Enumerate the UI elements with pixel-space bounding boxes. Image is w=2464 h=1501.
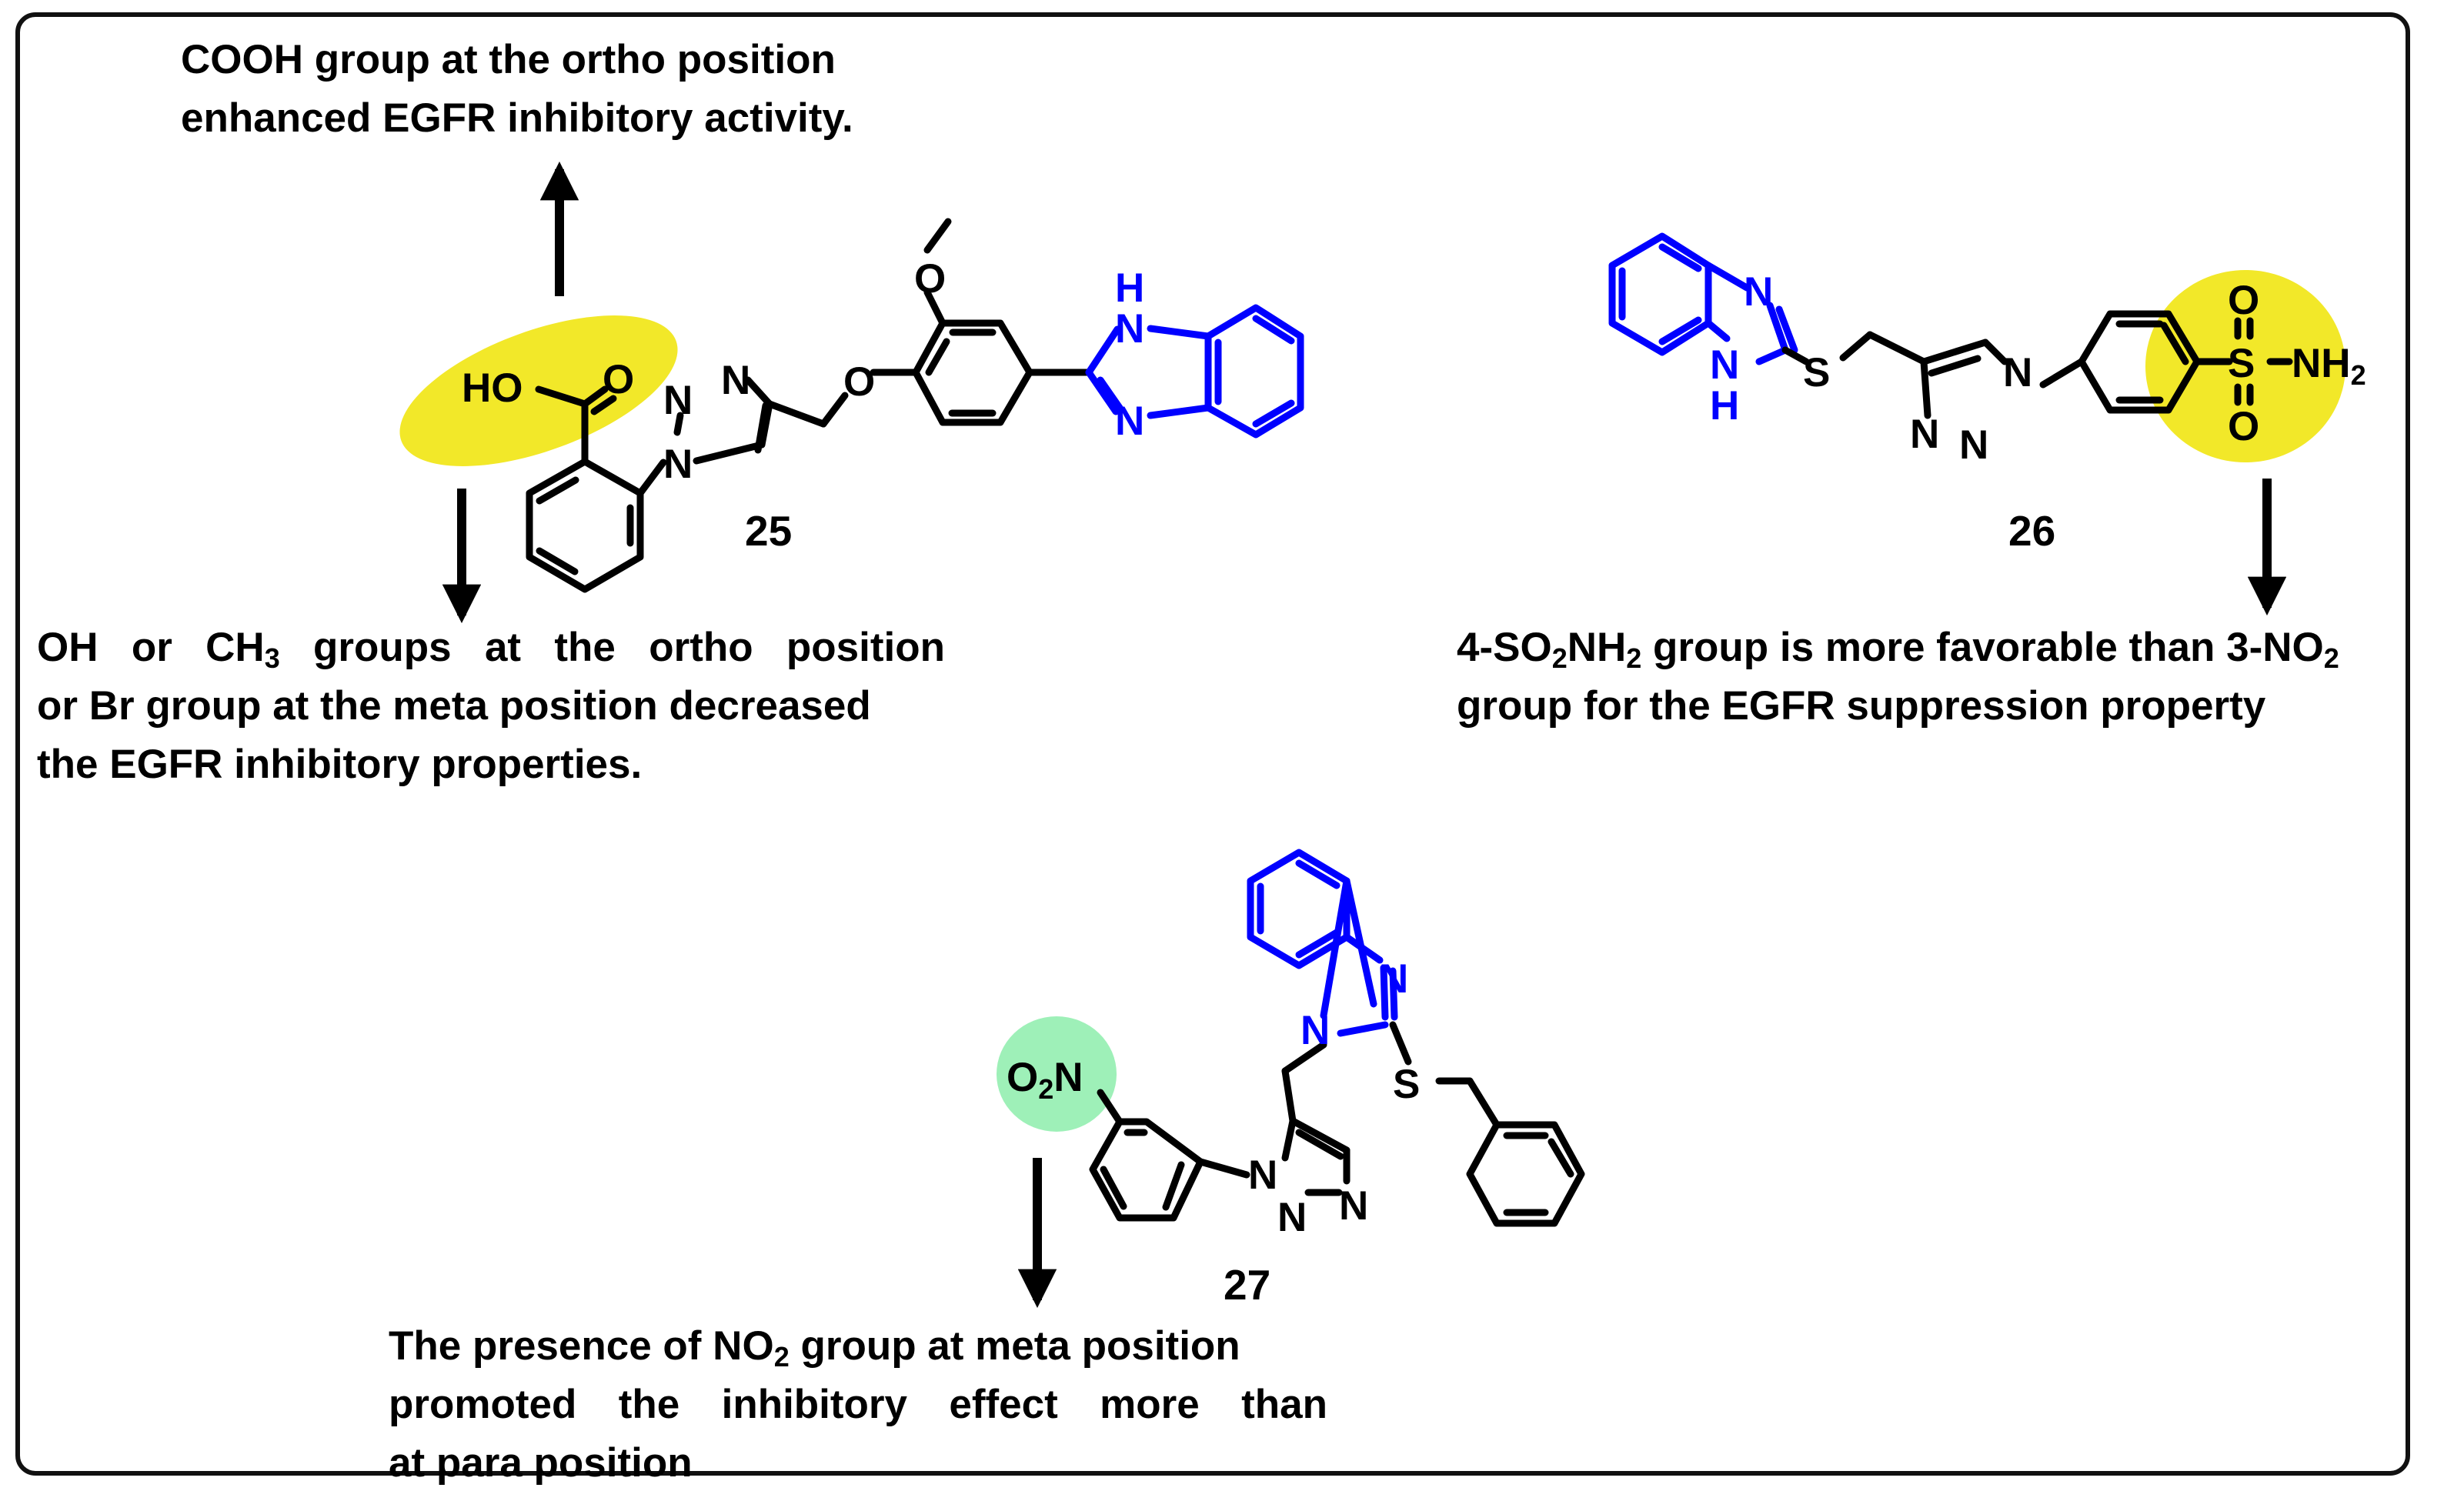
- nitro-highlight: [997, 1016, 1117, 1132]
- compound-26-structure: [1781, 310, 2293, 419]
- svg-text:O: O: [843, 359, 875, 405]
- svg-text:H: H: [1115, 265, 1144, 311]
- compound-number-26: 26: [2008, 507, 2056, 555]
- note-nitro: The presence of NO2 group at meta positi…: [389, 1317, 1327, 1493]
- svg-text:N: N: [1379, 956, 1408, 1002]
- note-so2-line2: group for the EGFR suppression property: [1457, 683, 2266, 729]
- compound-25-benzimidazole: [1085, 304, 1304, 439]
- compound-number-25: 25: [745, 507, 793, 555]
- note-oh-ch3: OH or CH3 groups at the ortho position o…: [37, 619, 945, 794]
- svg-text:O2N: O2N: [1007, 1055, 1083, 1105]
- figure-frame: [15, 12, 2410, 1476]
- svg-text:N: N: [1744, 269, 1773, 315]
- note-cooh: COOH group at the ortho position enhance…: [181, 31, 853, 148]
- svg-text:N: N: [1710, 342, 1739, 388]
- note-oh-line2: or Br group at the meta position decreas…: [37, 683, 871, 729]
- svg-text:O: O: [2228, 404, 2259, 449]
- svg-text:O: O: [914, 256, 946, 302]
- compound-27-structure: [1089, 1021, 1585, 1227]
- svg-text:N: N: [1115, 399, 1144, 444]
- svg-text:S: S: [2228, 341, 2255, 386]
- svg-text:N: N: [1115, 306, 1144, 352]
- svg-text:N: N: [1248, 1152, 1277, 1198]
- note-sulfonamide: 4-SO2NH2 group is more favorable than 3-…: [1457, 619, 2339, 735]
- note-oh-line1: OH or CH3 groups at the ortho position: [37, 625, 945, 674]
- svg-text:H: H: [1710, 383, 1739, 429]
- svg-text:N: N: [1300, 1008, 1330, 1053]
- note-no2-line1: The presence of NO2 group at meta positi…: [389, 1323, 1240, 1373]
- svg-text:O: O: [603, 357, 634, 402]
- compound-25-labels: HO O N N N O O H N N: [462, 256, 1144, 487]
- svg-text:N: N: [1339, 1183, 1368, 1229]
- compound-26-benzimidazole: [1608, 232, 1798, 365]
- svg-text:N: N: [721, 358, 750, 403]
- note-cooh-line2: enhanced EGFR inhibitory activity.: [181, 95, 853, 141]
- compound-27-benzimidazole: [1247, 849, 1398, 1037]
- compound-number-27: 27: [1224, 1261, 1271, 1309]
- note-no2-line2: promoted the inhibitory effect more than: [389, 1382, 1327, 1427]
- svg-text:O: O: [2228, 278, 2259, 323]
- note-oh-line3: the EGFR inhibitory properties.: [37, 742, 643, 787]
- compound-25-structure: [526, 218, 1093, 593]
- svg-text:HO: HO: [462, 365, 523, 411]
- svg-text:N: N: [663, 442, 693, 487]
- svg-text:N: N: [663, 378, 693, 423]
- note-cooh-line1: COOH group at the ortho position: [181, 37, 836, 82]
- svg-text:S: S: [1393, 1062, 1420, 1107]
- compound-26-labels: N N H S N N N O S O NH2: [1710, 269, 2366, 468]
- svg-text:NH2: NH2: [2292, 341, 2366, 391]
- svg-text:N: N: [1910, 412, 1939, 457]
- svg-text:N: N: [1277, 1195, 1307, 1240]
- svg-text:S: S: [1803, 350, 1830, 395]
- note-so2-line1: 4-SO2NH2 group is more favorable than 3-…: [1457, 625, 2339, 674]
- compound-27-labels: N N S N N N O2N: [1007, 956, 1420, 1240]
- note-no2-line3: at para position: [389, 1440, 693, 1486]
- sulfonamide-highlight: [2145, 270, 2345, 462]
- svg-text:N: N: [2003, 350, 2032, 395]
- svg-text:N: N: [1959, 422, 1988, 468]
